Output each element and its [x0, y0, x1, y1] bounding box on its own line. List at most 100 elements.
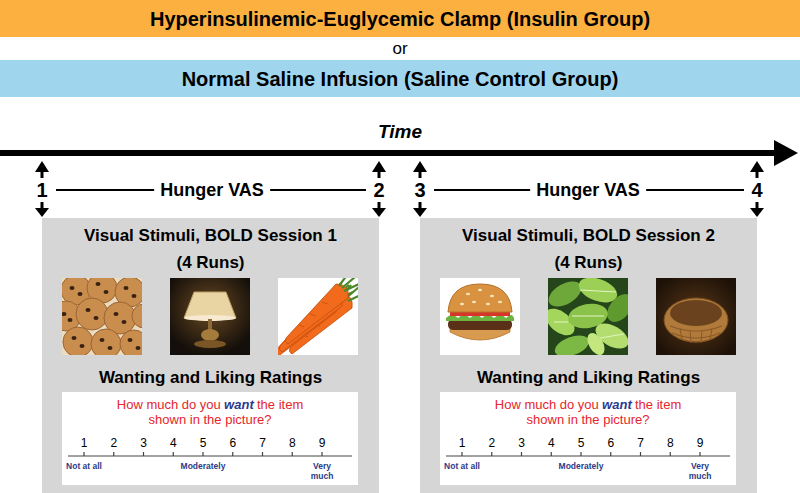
illustration-part — [466, 293, 470, 295]
illustration-part — [84, 452, 322, 456]
axis-label: Time — [378, 122, 422, 141]
burger-picture — [440, 278, 520, 355]
illustration-part — [413, 208, 427, 217]
scale-number: 6 — [601, 437, 621, 450]
connector-word: or — [392, 40, 407, 57]
illustration-part — [94, 316, 99, 320]
scale-number: 7 — [631, 437, 651, 450]
illustration-part — [750, 161, 764, 172]
interval-label: Hunger VAS — [154, 181, 270, 199]
illustration-part — [104, 290, 109, 294]
scale-number: 8 — [660, 437, 680, 450]
interval-line — [56, 189, 366, 191]
time-arrow-shaft — [0, 150, 778, 156]
scale-number: 6 — [223, 437, 243, 450]
illustration-part — [486, 303, 490, 305]
illustration-part — [132, 294, 137, 298]
scale-anchor: Not at all — [62, 461, 106, 471]
illustration-part — [490, 295, 494, 297]
illustration-part — [114, 312, 119, 316]
scale-number: 4 — [163, 437, 183, 450]
illustration-part — [554, 290, 624, 338]
timepoint-number: 3 — [414, 180, 425, 200]
illustration-part — [419, 202, 422, 209]
illustration-part — [62, 312, 67, 316]
illustration-part — [680, 328, 712, 343]
illustration-part — [132, 304, 142, 328]
salad-picture — [548, 278, 628, 355]
timepoint-marker — [750, 161, 764, 217]
scale-anchor: Very much — [307, 461, 337, 481]
illustration-part — [41, 202, 44, 209]
carrots-picture — [278, 278, 358, 355]
illustration-part — [91, 329, 121, 355]
emphasis-word: want — [224, 397, 254, 412]
scale-number: 4 — [541, 437, 561, 450]
timepoint-marker — [35, 161, 49, 217]
scale-number: 5 — [193, 437, 213, 450]
illustration-part — [478, 289, 482, 291]
scale-number: 1 — [74, 437, 94, 450]
scale-number: 7 — [253, 437, 273, 450]
session-title: Visual Stimuli, BOLD Session 1 (4 Runs) — [79, 222, 342, 276]
scale-number: 3 — [134, 437, 154, 450]
illustration-part — [62, 278, 142, 355]
illustration-part — [670, 326, 722, 342]
illustration-part — [170, 278, 250, 355]
timepoint-number: 4 — [751, 180, 762, 200]
illustration-part — [124, 286, 129, 290]
question-text: How much do you — [495, 397, 599, 412]
illustration-part — [448, 284, 512, 312]
illustration-part — [462, 452, 700, 456]
rating-box: How much do youwantthe item shown in the… — [62, 392, 358, 485]
illustration-part — [584, 330, 608, 355]
illustration-part — [80, 344, 85, 348]
scale-number: 9 — [312, 437, 332, 450]
illustration-part — [184, 292, 236, 318]
illustration-part — [128, 338, 133, 342]
illustration-part — [41, 171, 44, 178]
illustration-part — [35, 161, 49, 172]
illustration-part — [120, 330, 142, 355]
scale-number: 9 — [690, 437, 710, 450]
scale-anchor: Very much — [685, 461, 715, 481]
illustration-part — [68, 318, 73, 322]
band-text: Hyperinsulinemic-Euglycemic Clamp (Insul… — [150, 8, 650, 30]
illustration-part — [35, 208, 49, 217]
basket-picture — [656, 278, 736, 355]
illustration-part — [122, 320, 127, 324]
question-text: How much do you — [117, 397, 221, 412]
time-arrow-head — [774, 140, 798, 166]
illustration-part — [70, 286, 75, 290]
illustration-part — [472, 301, 476, 303]
rating-question: How much do youwantthe item shown in the… — [488, 397, 688, 427]
cookies-picture — [62, 278, 142, 355]
illustration-part — [460, 303, 464, 305]
interval-line — [434, 189, 744, 191]
illustration-part — [108, 346, 113, 350]
scale-anchor: Moderately — [553, 461, 609, 471]
illustration-part — [756, 202, 759, 209]
illustration-part — [372, 161, 386, 172]
illustration-part — [78, 292, 83, 296]
ratings-heading: Wanting and Liking Ratings — [420, 366, 757, 390]
illustration-part — [460, 289, 502, 305]
illustration-part — [76, 298, 108, 330]
illustration-part — [201, 329, 219, 341]
scale-number: 1 — [452, 437, 472, 450]
illustration-part — [68, 455, 352, 456]
scale-anchor: Not at all — [440, 461, 484, 471]
timepoint-number: 2 — [373, 180, 384, 200]
illustration-part — [419, 171, 422, 178]
illustration-part — [446, 455, 730, 456]
timepoint-marker — [372, 161, 386, 217]
illustration-part — [100, 338, 105, 342]
illustration-part — [750, 208, 764, 217]
scale-number: 2 — [104, 437, 124, 450]
illustration-part — [378, 171, 381, 178]
illustration-part — [440, 278, 520, 355]
illustration-part — [552, 331, 592, 355]
illustration-part — [378, 202, 381, 209]
group-band: Hyperinsulinemic-Euglycemic Clamp (Insul… — [0, 0, 800, 37]
